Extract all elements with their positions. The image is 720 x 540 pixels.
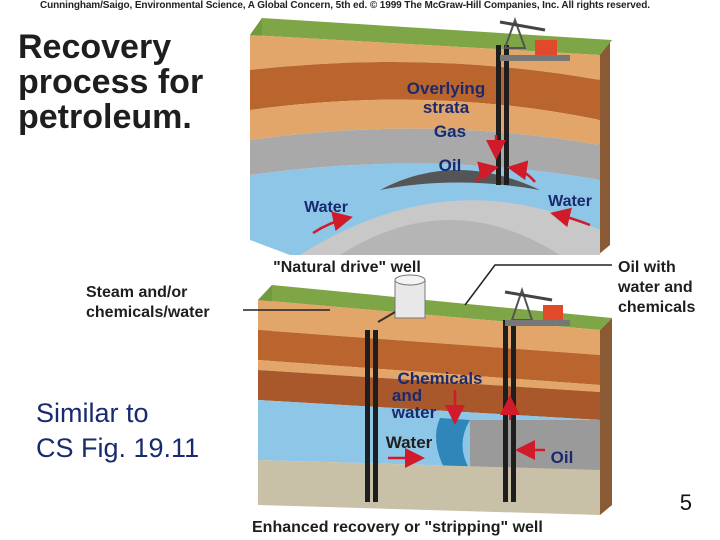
slide-title: Recovery process for petroleum.	[18, 28, 204, 136]
steam-label-1: Steam and/or	[86, 284, 187, 301]
water-label-right: Water	[548, 193, 592, 210]
flow-arrows-top	[312, 135, 591, 235]
water-label-left: Water	[304, 199, 348, 216]
natural-drive-block	[250, 17, 612, 255]
natural-drive-caption: "Natural drive" well	[273, 259, 421, 276]
strata-label: strata	[423, 98, 470, 117]
flow-arrows-bottom	[388, 390, 545, 468]
oil-with-label-1: Oil with	[618, 259, 676, 276]
figure-reference-note: Similar to CS Fig. 19.11	[36, 398, 200, 463]
chemicals-label: Chemicals	[397, 369, 482, 388]
enhanced-recovery-block	[258, 274, 612, 515]
oil-label-bottom: Oil	[551, 448, 574, 467]
gas-label: Gas	[434, 122, 466, 141]
copyright-credit: Cunningham/Saigo, Environmental Science,…	[40, 0, 650, 11]
enhanced-recovery-caption: Enhanced recovery or "stripping" well	[252, 519, 543, 536]
page-number: 5	[679, 490, 692, 515]
oil-with-label-2: water and	[617, 279, 693, 296]
oil-label-top: Oil	[439, 156, 462, 175]
water-label-bottom: Water	[386, 433, 433, 452]
steam-label-2: chemicals/water	[86, 304, 210, 321]
water-label-chemicals: water	[391, 403, 437, 422]
and-label: and	[392, 386, 422, 405]
overlying-label: Overlying	[407, 79, 485, 98]
leader-lines	[243, 264, 612, 311]
oil-with-label-3: chemicals	[618, 299, 695, 316]
